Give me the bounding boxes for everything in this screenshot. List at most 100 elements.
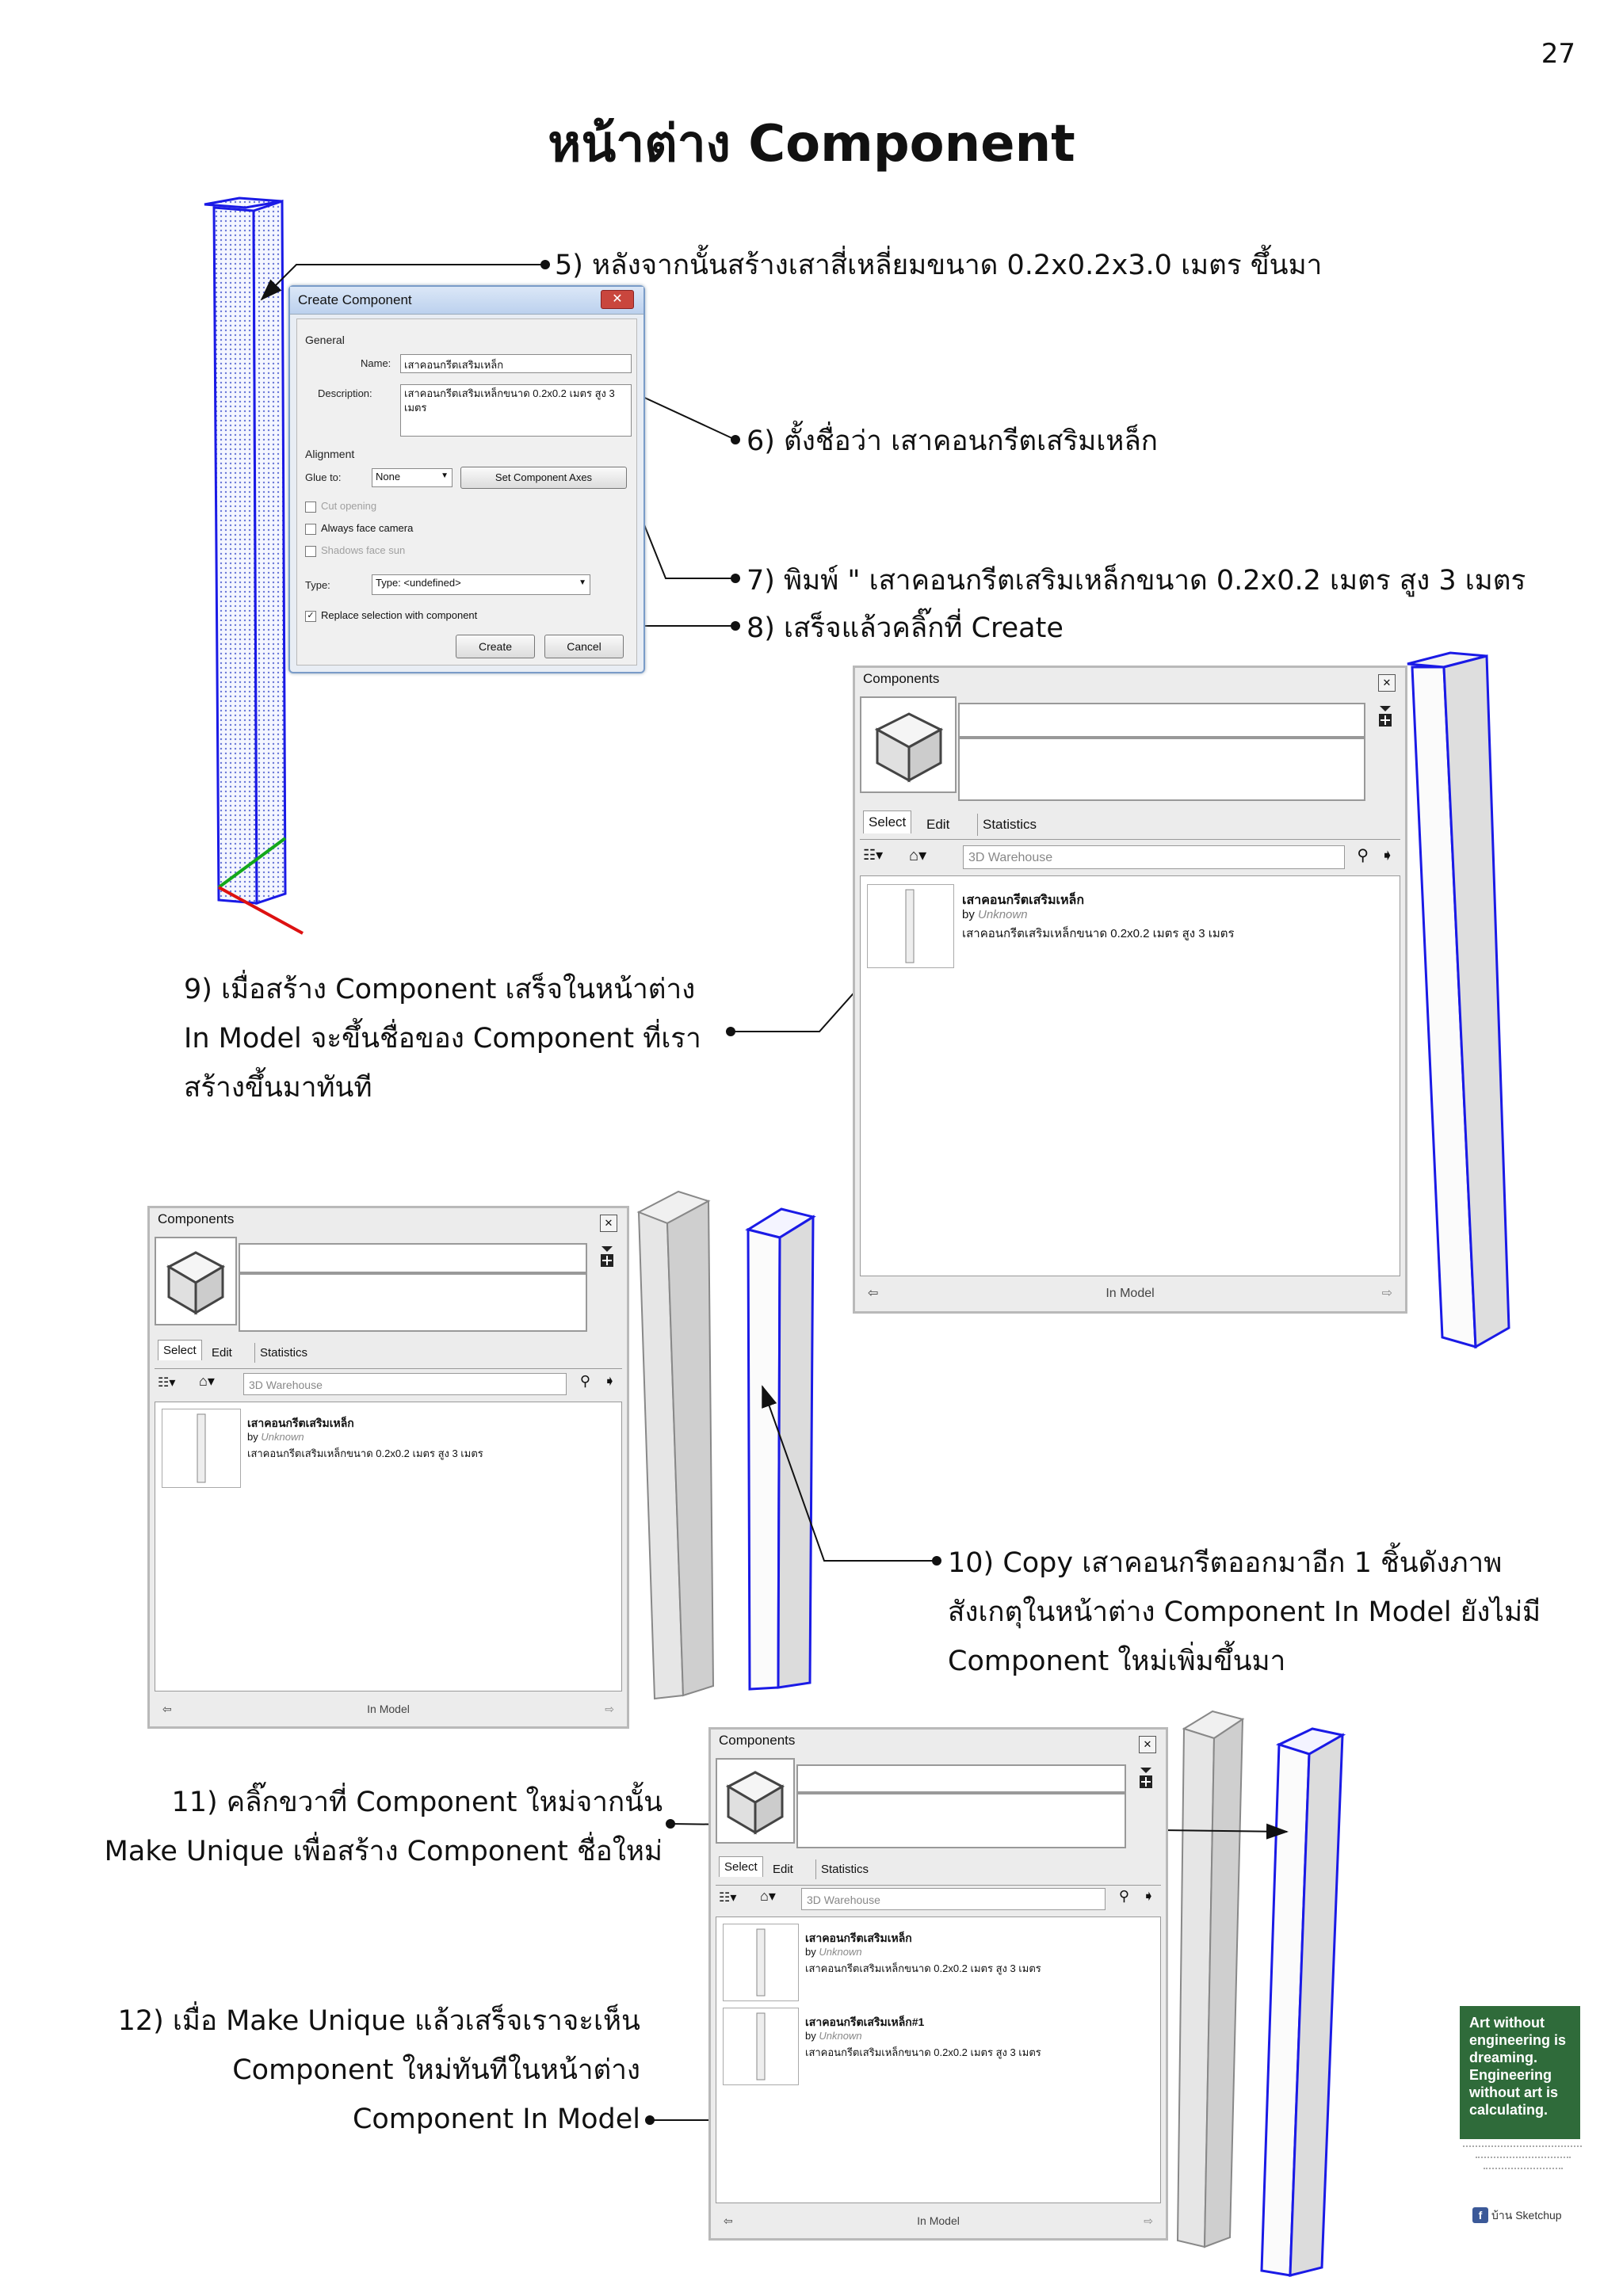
column-2	[1407, 651, 1510, 1349]
type-select[interactable]: Type: <undefined> ▼	[372, 574, 590, 595]
caption-line: In Model จะขึ้นชื่อของ Component ที่เรา	[184, 1023, 701, 1055]
tab-select[interactable]: Select	[158, 1340, 202, 1360]
cancel-button[interactable]: Cancel	[544, 635, 624, 658]
tab-statistics[interactable]: Statistics	[254, 1343, 312, 1363]
view-options-icon[interactable]: ☷▾	[719, 1891, 737, 1905]
tab-edit[interactable]: Edit	[926, 817, 950, 832]
list-item[interactable]: เสาคอนกรีตเสริมเหล็ก#1 by Unknown เสาคอน…	[723, 2008, 1154, 2093]
tab-edit[interactable]: Edit	[773, 1863, 793, 1876]
replace-selection-label: Replace selection with component	[321, 609, 478, 621]
always-face-camera-label: Always face camera	[321, 522, 414, 534]
caption-step-5: 5) หลังจากนั้นสร้างเสาสี่เหลี่ยมขนาด 0.2…	[555, 250, 1323, 281]
tab-statistics[interactable]: Statistics	[977, 814, 1041, 836]
general-section-label: General	[305, 334, 345, 346]
list-item[interactable]: เสาคอนกรีตเสริมเหล็ก by Unknown เสาคอนกร…	[162, 1409, 615, 1494]
close-icon[interactable]: ✕	[1139, 1736, 1156, 1753]
dialog-close-button[interactable]: ✕	[601, 290, 634, 309]
back-arrow-icon[interactable]: ⇦	[868, 1287, 879, 1300]
search-input[interactable]: 3D Warehouse	[243, 1373, 567, 1395]
close-icon[interactable]: ✕	[1378, 674, 1396, 692]
column-thumbnail	[162, 1409, 241, 1488]
description-input[interactable]: เสาคอนกรีตเสริมเหล็กขนาด 0.2x0.2 เมตร สู…	[400, 384, 632, 437]
column-thumb-icon	[756, 2012, 766, 2081]
always-face-camera-checkbox[interactable]: Always face camera	[305, 522, 413, 535]
view-options-icon[interactable]: ☷▾	[863, 847, 884, 863]
component-description-field[interactable]	[958, 738, 1365, 801]
caption-step-8: 8) เสร็จแล้วคลิ๊กที่ Create	[747, 612, 1064, 644]
add-component-icon[interactable]	[1377, 704, 1394, 728]
search-input[interactable]: 3D Warehouse	[963, 845, 1345, 869]
add-component-icon[interactable]	[1137, 1766, 1155, 1790]
back-arrow-icon[interactable]: ⇦	[724, 2214, 733, 2227]
component-list: เสาคอนกรีตเสริมเหล็ก by Unknown เสาคอนกร…	[860, 875, 1400, 1276]
component-box-icon	[874, 712, 944, 783]
panel-footer: ⇦ In Model ⇨	[155, 1696, 622, 1722]
replace-selection-checkbox[interactable]: ✓ Replace selection with component	[305, 609, 477, 622]
tab-select[interactable]: Select	[863, 810, 912, 833]
back-arrow-icon[interactable]: ⇦	[162, 1703, 172, 1715]
close-icon[interactable]: ✕	[600, 1215, 617, 1232]
caption-line: สร้างขึ้นมาทันที	[184, 1072, 372, 1104]
column-pair-middle	[636, 1190, 816, 1700]
type-value: Type: <undefined>	[376, 577, 461, 589]
checkbox-empty-icon	[305, 501, 316, 513]
component-preview-thumbnail	[716, 1758, 795, 1844]
name-input[interactable]: เสาคอนกรีตเสริมเหล็ก	[400, 354, 632, 373]
search-icon[interactable]: ⚲	[1357, 847, 1369, 864]
arrow-right-icon[interactable]: ➧	[603, 1373, 616, 1389]
set-component-axes-button[interactable]: Set Component Axes	[460, 467, 627, 489]
dialog-title: Create Component	[290, 287, 643, 315]
column-pair-bottom	[1176, 1710, 1346, 2277]
home-icon[interactable]: ⌂▾	[199, 1373, 215, 1389]
tab-edit[interactable]: Edit	[212, 1346, 232, 1360]
list-item[interactable]: เสาคอนกรีตเสริมเหล็ก by Unknown เสาคอนกร…	[723, 1924, 1154, 2009]
component-name-field[interactable]	[239, 1243, 587, 1273]
item-description: เสาคอนกรีตเสริมเหล็กขนาด 0.2x0.2 เมตร สู…	[805, 2046, 1041, 2058]
glue-to-select[interactable]: None ▼	[372, 468, 453, 487]
component-description-field[interactable]	[239, 1273, 587, 1332]
arrow-right-icon[interactable]: ➧	[1381, 847, 1394, 864]
panel-title: Components	[719, 1733, 796, 1748]
view-options-icon[interactable]: ☷▾	[158, 1376, 176, 1390]
chevron-down-icon: ▼	[441, 471, 449, 480]
home-icon[interactable]: ⌂▾	[909, 847, 927, 864]
component-description-field[interactable]	[796, 1793, 1126, 1848]
page-title: หน้าต่าง Component	[548, 115, 1075, 174]
forward-arrow-icon[interactable]: ⇨	[605, 1703, 614, 1715]
forward-arrow-icon[interactable]: ⇨	[1144, 2214, 1153, 2227]
checkbox-empty-icon	[305, 545, 316, 557]
item-name: เสาคอนกรีตเสริมเหล็ก	[247, 1417, 354, 1429]
panel-tabs: Select Edit Statistics	[860, 810, 1400, 840]
caption-line: Make Unique เพื่อสร้าง Component ชื่อใหม…	[104, 1836, 663, 1867]
search-input[interactable]: 3D Warehouse	[801, 1888, 1106, 1910]
component-list: เสาคอนกรีตเสริมเหล็ก by Unknown เสาคอนกร…	[155, 1402, 622, 1691]
type-label: Type:	[305, 579, 330, 591]
shadows-face-sun-label: Shadows face sun	[321, 544, 406, 556]
item-author: by Unknown	[247, 1431, 304, 1443]
chevron-down-icon: ▼	[579, 578, 586, 587]
create-button[interactable]: Create	[456, 635, 535, 658]
list-item[interactable]: เสาคอนกรีตเสริมเหล็ก by Unknown เสาคอนกร…	[867, 884, 1393, 970]
shadows-face-sun-checkbox[interactable]: Shadows face sun	[305, 544, 405, 557]
arrow-right-icon[interactable]: ➧	[1142, 1888, 1155, 1904]
logo-subtext-decoration	[1463, 2145, 1582, 2152]
component-name-field[interactable]	[796, 1764, 1126, 1793]
cut-opening-checkbox[interactable]: Cut opening	[305, 500, 376, 513]
caption-step-9: 9) เมื่อสร้าง Component เสร็จในหน้าต่าง …	[184, 965, 701, 1112]
caption-step-11: 11) คลิ๊กขวาที่ Component ใหม่จากนั้น Ma…	[105, 1778, 663, 1876]
checkmark-icon: ✓	[305, 610, 316, 622]
tab-statistics[interactable]: Statistics	[815, 1859, 873, 1879]
caption-line: Component In Model	[352, 2103, 640, 2135]
forward-arrow-icon[interactable]: ⇨	[1381, 1287, 1392, 1300]
caption-step-10: 10) Copy เสาคอนกรีตออกมาอีก 1 ชิ้นดังภาพ…	[948, 1539, 1541, 1686]
panel-toolbar: ☷▾ ⌂▾ 3D Warehouse ⚲ ➧	[716, 1886, 1161, 1913]
component-name-field[interactable]	[958, 703, 1365, 738]
search-icon[interactable]: ⚲	[579, 1373, 590, 1389]
home-icon[interactable]: ⌂▾	[760, 1888, 776, 1904]
item-author: by Unknown	[805, 1946, 862, 1958]
panel-title: Components	[863, 671, 940, 686]
tab-select[interactable]: Select	[719, 1856, 763, 1877]
add-component-icon[interactable]	[598, 1245, 616, 1268]
search-icon[interactable]: ⚲	[1118, 1888, 1129, 1904]
